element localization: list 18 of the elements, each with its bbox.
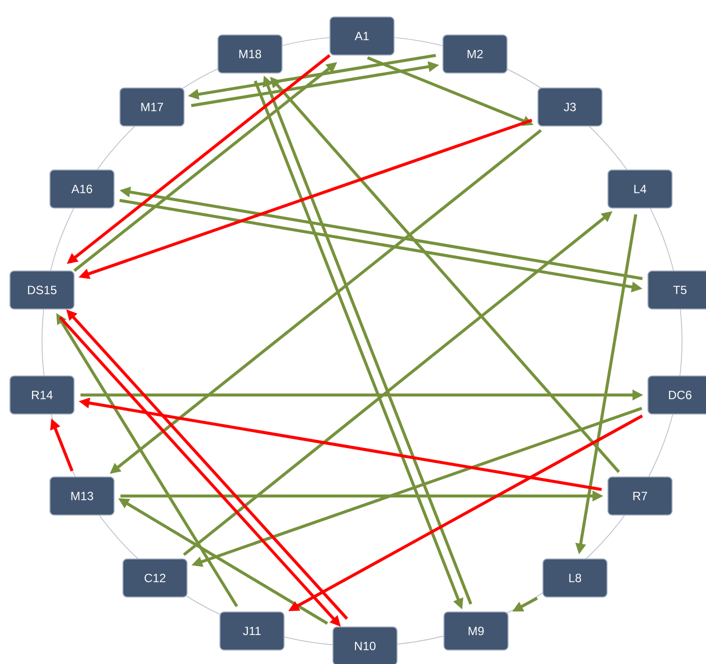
label-box: J3 bbox=[538, 88, 602, 126]
label-box: A16 bbox=[50, 170, 114, 208]
label-box: DS15 bbox=[10, 270, 74, 310]
label-box: T5 bbox=[648, 270, 706, 310]
label-box: C12 bbox=[122, 558, 188, 598]
label-box: R14 bbox=[10, 376, 74, 414]
label-box: A1 bbox=[330, 16, 394, 56]
label-box: N10 bbox=[332, 626, 398, 664]
label-box: M18 bbox=[218, 34, 282, 74]
label-box: M9 bbox=[444, 612, 508, 650]
label-box: M13 bbox=[50, 476, 114, 516]
label-box: M2 bbox=[442, 34, 508, 74]
label-box: L8 bbox=[542, 558, 608, 598]
label-box: R7 bbox=[608, 476, 672, 516]
label-box: L4 bbox=[608, 170, 672, 208]
label-box: DC6 bbox=[648, 376, 706, 414]
label-box: J11 bbox=[220, 612, 284, 650]
label-box: M17 bbox=[120, 88, 184, 126]
